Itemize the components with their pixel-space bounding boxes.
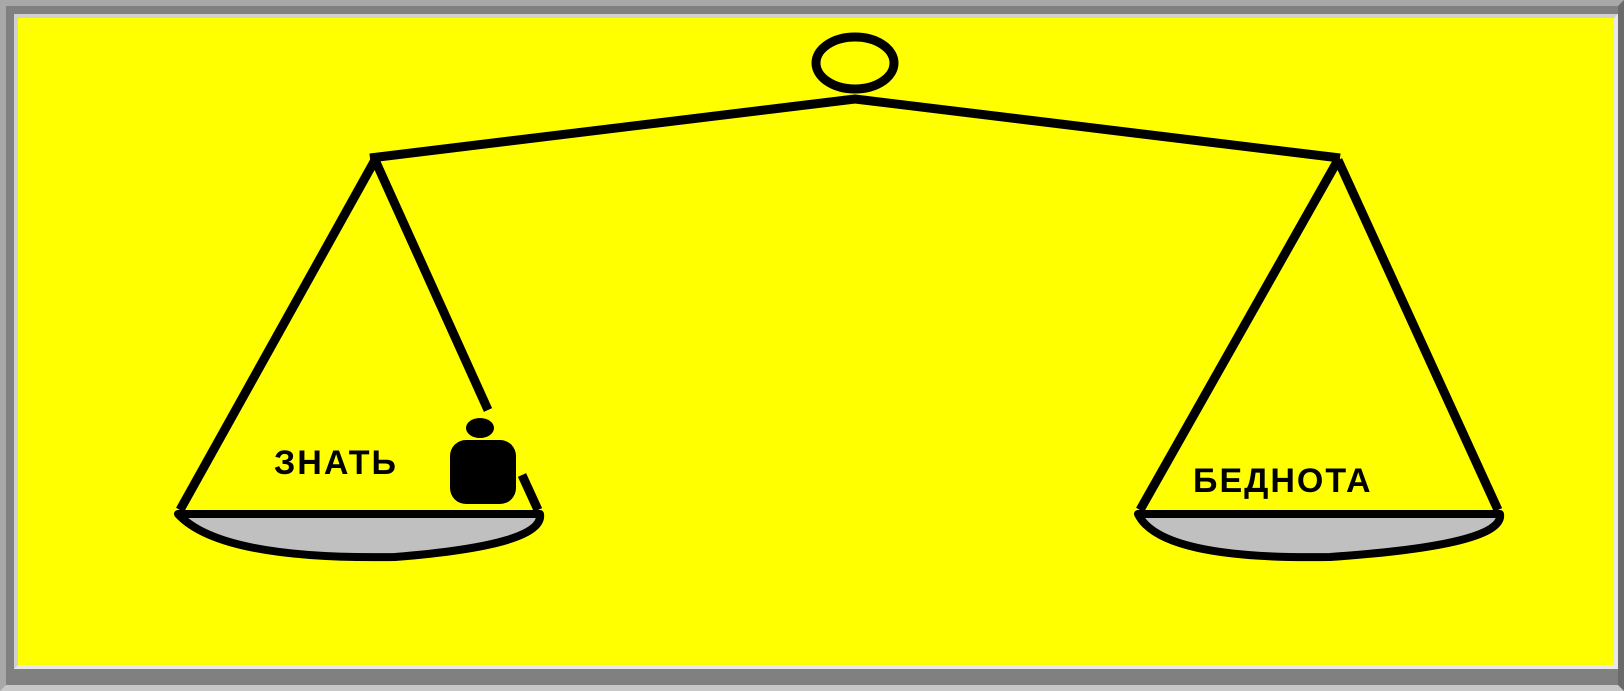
- weight-knob: [466, 418, 494, 438]
- right-pan-label: БЕДНОТА: [1193, 462, 1373, 500]
- right-string-inner: [1338, 160, 1498, 510]
- scale-beam: [370, 99, 1340, 158]
- weight-icon: [450, 440, 516, 504]
- right-string-outer: [1140, 160, 1338, 510]
- left-pan: [178, 514, 540, 557]
- left-string-inner-lower: [522, 475, 538, 510]
- left-pan-label: ЗНАТЬ: [274, 444, 398, 482]
- hanging-ring: [816, 37, 894, 89]
- left-string-inner: [375, 160, 488, 410]
- right-pan: [1138, 514, 1500, 557]
